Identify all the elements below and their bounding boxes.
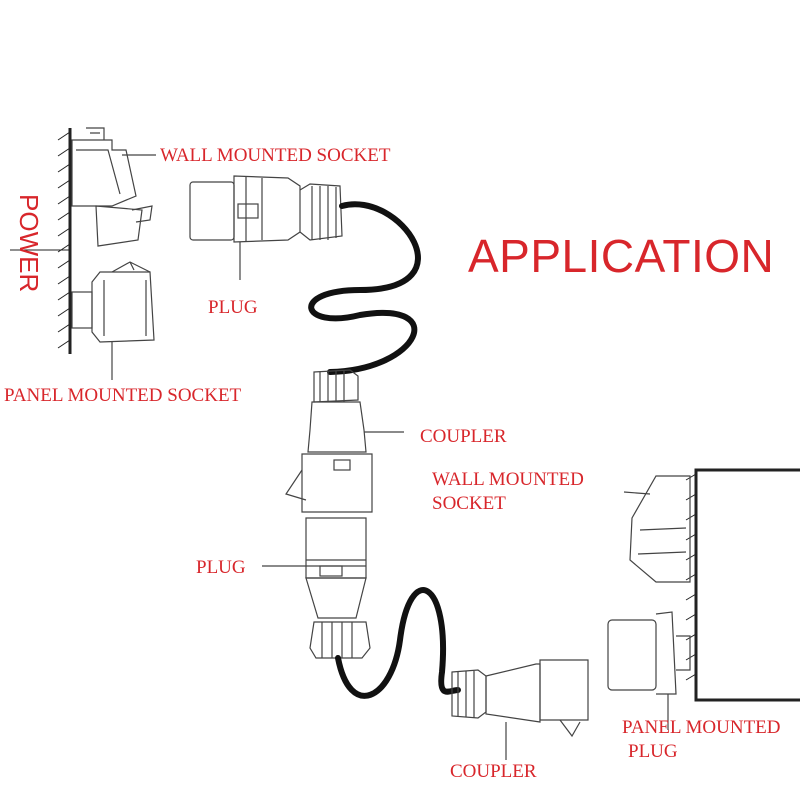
application-title: APPLICATION	[468, 230, 775, 282]
wall-mounted-socket-right	[623, 475, 691, 583]
power-label: POWER	[14, 194, 44, 293]
panel-mounted-socket-left	[71, 261, 155, 380]
cable-upper	[308, 201, 421, 375]
label-plug-middle: PLUG	[196, 557, 246, 578]
wall-mounted-socket-left	[71, 127, 156, 247]
label-panel-mounted-socket: PANEL MOUNTED SOCKET	[4, 385, 242, 406]
plug-top	[189, 175, 343, 280]
label-coupler-bottom: COUPLER	[450, 761, 537, 782]
label-panel-mounted-plug-line2: PLUG	[628, 741, 678, 762]
plug-middle	[262, 517, 371, 659]
right-panel-wall	[685, 468, 800, 702]
label-wall-mounted-socket-right-line1: WALL MOUNTED	[432, 469, 584, 490]
label-wall-mounted-socket-left: WALL MOUNTED SOCKET	[160, 145, 391, 166]
coupler-bottom	[451, 659, 589, 760]
cable-lower	[335, 587, 461, 699]
label-wall-mounted-socket-right-line2: SOCKET	[432, 493, 506, 514]
label-plug-top: PLUG	[208, 297, 258, 318]
coupler-middle	[285, 369, 404, 513]
left-wall	[10, 128, 72, 354]
label-coupler-middle: COUPLER	[420, 426, 507, 447]
panel-mounted-plug-right	[607, 611, 691, 730]
label-panel-mounted-plug-line1: PANEL MOUNTED	[622, 717, 781, 738]
